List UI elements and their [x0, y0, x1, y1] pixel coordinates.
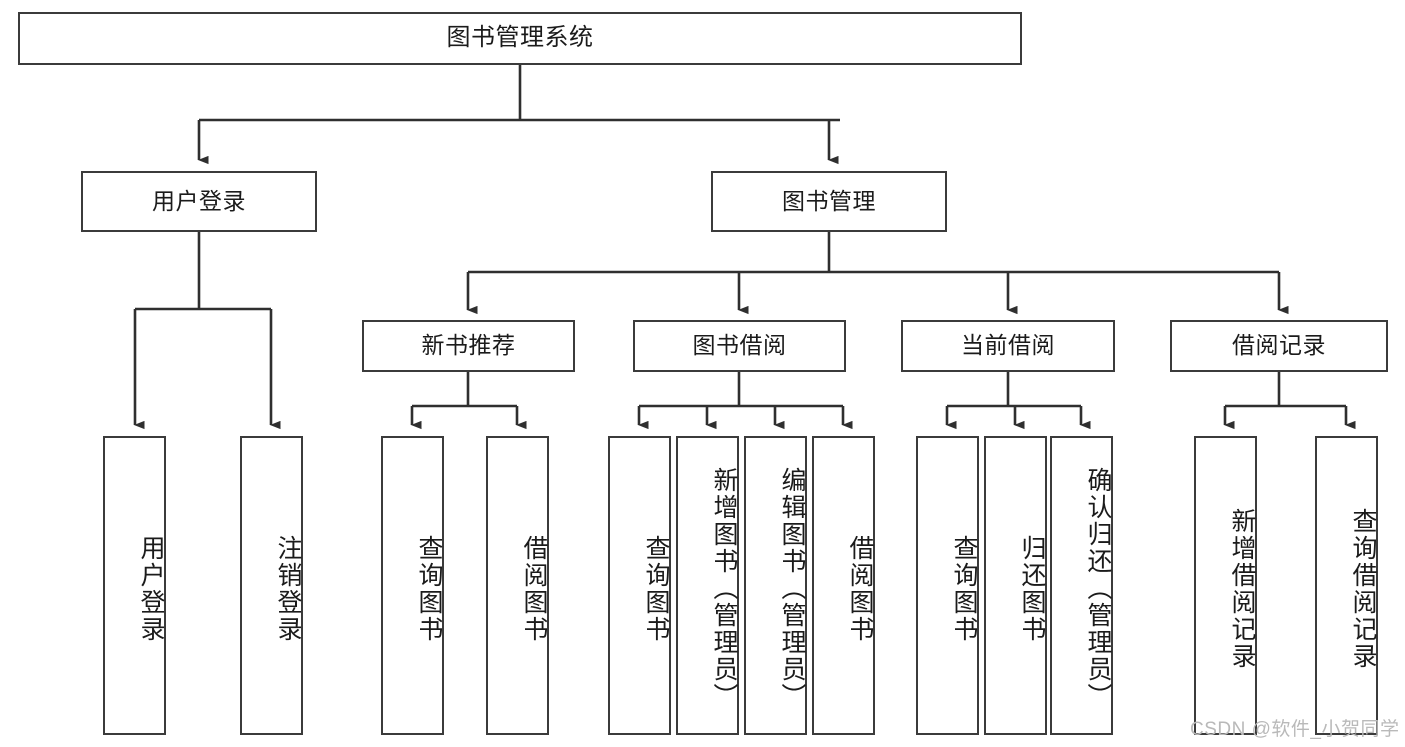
node-label: 用户登录: [152, 187, 246, 214]
leaf-current-query-book[interactable]: 查询图书: [916, 436, 979, 735]
node-new-book-recommend[interactable]: 新书推荐: [362, 320, 575, 372]
leaf-borrow-borrow-book[interactable]: 借阅图书: [812, 436, 875, 735]
node-label: 借阅图书: [846, 534, 874, 643]
node-label: 用户登录: [137, 534, 165, 643]
leaf-borrow-add-book-admin[interactable]: 新增图书（管理员）: [676, 436, 739, 735]
node-label: 查询图书: [415, 534, 443, 643]
node-label: 查询图书: [950, 534, 978, 643]
node-label: 确认归还（管理员）: [1084, 467, 1112, 710]
node-user-login[interactable]: 用户登录: [81, 171, 317, 232]
node-label: 图书借阅: [692, 332, 787, 359]
node-book-borrow[interactable]: 图书借阅: [633, 320, 846, 372]
csdn-watermark: CSDN @软件_小贺同学: [1190, 719, 1400, 740]
node-current-borrow[interactable]: 当前借阅: [901, 320, 1115, 372]
node-label: 归还图书: [1018, 534, 1046, 643]
node-label: 注销登录: [274, 534, 302, 643]
node-label: 借阅记录: [1232, 332, 1326, 359]
node-book-management[interactable]: 图书管理: [711, 171, 947, 232]
leaf-current-return-book[interactable]: 归还图书: [984, 436, 1047, 735]
node-label: 图书管理: [782, 187, 876, 214]
node-label: 查询借阅记录: [1349, 507, 1377, 670]
leaf-record-add-borrow-record[interactable]: 新增借阅记录: [1194, 436, 1257, 735]
leaf-record-query-borrow-record[interactable]: 查询借阅记录: [1315, 436, 1378, 735]
node-label: 当前借阅: [961, 332, 1055, 359]
node-root-system[interactable]: 图书管理系统: [18, 12, 1022, 65]
leaf-recommend-borrow-book[interactable]: 借阅图书: [486, 436, 549, 735]
node-label: 编辑图书（管理员）: [778, 467, 806, 710]
leaf-user-login[interactable]: 用户登录: [103, 436, 166, 735]
node-label: 新书推荐: [421, 332, 516, 359]
leaf-user-logout[interactable]: 注销登录: [240, 436, 303, 735]
node-label: 新增借阅记录: [1228, 507, 1256, 670]
node-label: 图书管理系统: [446, 24, 594, 52]
leaf-borrow-edit-book-admin[interactable]: 编辑图书（管理员）: [744, 436, 807, 735]
leaf-borrow-query-book[interactable]: 查询图书: [608, 436, 671, 735]
node-label: 借阅图书: [520, 534, 548, 643]
node-label: 查询图书: [642, 534, 670, 643]
node-label: 新增图书（管理员）: [710, 467, 738, 710]
leaf-recommend-query-book[interactable]: 查询图书: [381, 436, 444, 735]
node-borrow-record[interactable]: 借阅记录: [1170, 320, 1388, 372]
leaf-current-confirm-return-admin[interactable]: 确认归还（管理员）: [1050, 436, 1113, 735]
